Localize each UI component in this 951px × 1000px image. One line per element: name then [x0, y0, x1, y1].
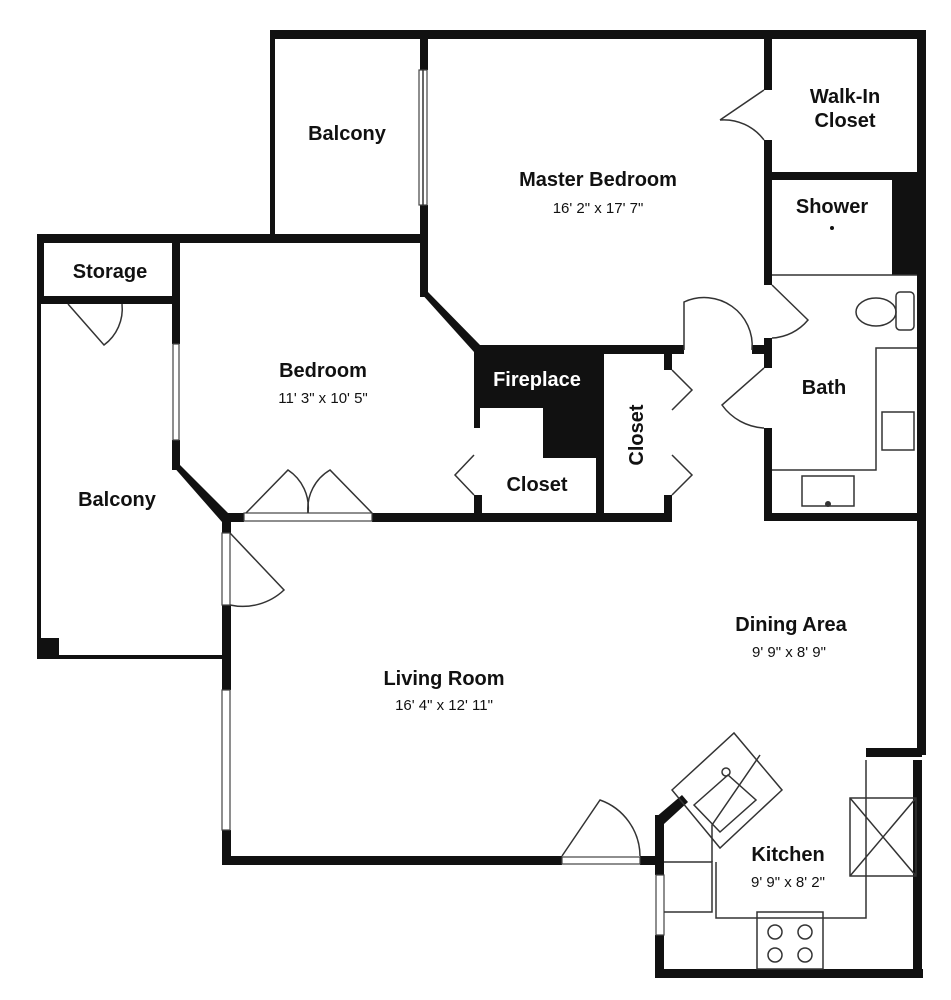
- shower-label: Shower: [796, 196, 868, 218]
- bedroom-label: Bedroom: [279, 360, 367, 382]
- room-labels: Balcony Master Bedroom 16' 2" x 17' 7" W…: [73, 86, 880, 891]
- stove-icon: [756, 911, 824, 970]
- master-bedroom-dims: 16' 2" x 17' 7": [553, 200, 644, 217]
- living-room-label: Living Room: [383, 668, 504, 690]
- master-bedroom-label: Master Bedroom: [519, 169, 677, 191]
- bath-label: Bath: [802, 377, 846, 399]
- walk-in-closet-label-line1: Walk-In: [810, 86, 880, 108]
- balcony-top-label: Balcony: [308, 123, 387, 145]
- refrigerator-icon: [849, 797, 917, 877]
- closet-hall-label: Closet: [626, 404, 648, 465]
- balcony-left-label: Balcony: [78, 489, 157, 511]
- kitchen-dims: 9' 9" x 8' 2": [751, 874, 825, 891]
- bedroom-dims: 11' 3" x 10' 5": [278, 390, 368, 407]
- door-swings: [67, 89, 810, 857]
- living-room-dims: 16' 4" x 12' 11": [395, 697, 493, 714]
- fireplace-label: Fireplace: [493, 369, 581, 391]
- bath-sink-icon: [881, 411, 915, 451]
- fixtures: [664, 226, 917, 970]
- kitchen-label: Kitchen: [751, 844, 824, 866]
- dining-area-dims: 9' 9" x 8' 9": [752, 644, 826, 661]
- dining-area-label: Dining Area: [735, 614, 847, 636]
- walk-in-closet-label-line2: Closet: [814, 110, 875, 132]
- storage-label: Storage: [73, 261, 147, 283]
- walls: [37, 30, 926, 978]
- closet-bedroom-label: Closet: [506, 474, 567, 496]
- toilet-icon: [855, 297, 897, 327]
- kitchen-sink-icon: [670, 731, 784, 850]
